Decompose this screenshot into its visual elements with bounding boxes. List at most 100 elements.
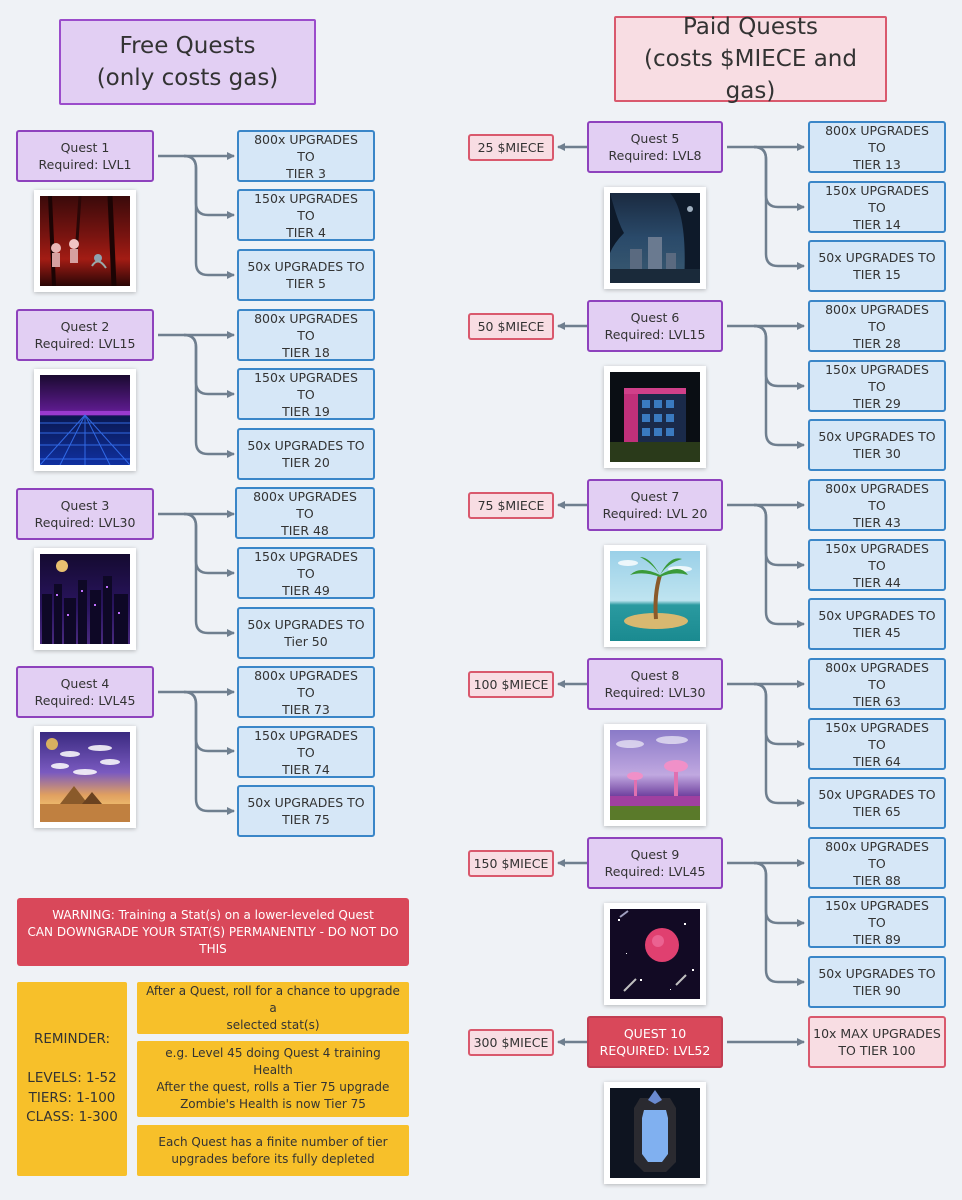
synthwave-grid-art [40,411,130,465]
quest-5-node[interactable]: Quest 5 Required: LVL8 [587,121,723,173]
quest-name: Quest 8 [630,668,680,683]
reward-line-2: TIER 89 [853,931,901,947]
cost-label: 75 $MIECE [477,498,545,513]
note-line-2: upgrades before its fully depleted [171,1151,375,1166]
free-quest-1-arrow-3 [183,154,235,279]
quest-7-reward-150x: 150x UPGRADES TO TIER 44 [808,539,946,591]
quest-7-reward-50x: 50x UPGRADES TO TIER 45 [808,598,946,650]
reward-line-2: TIER 49 [282,582,330,598]
quest-2-reward-800x: 800x UPGRADES TO TIER 18 [237,309,375,361]
reward-line-2: TIER 74 [282,761,330,777]
paid-quest-9-arrow-3 [753,861,805,986]
reward-line-1: 800x UPGRADES TO [254,310,358,343]
reminder-levels: LEVELS: 1-52 [27,1070,117,1087]
pixel-building-art [610,388,700,462]
quest-6-reward-150x: 150x UPGRADES TO TIER 29 [808,360,946,412]
reward-line-1: 10x MAX UPGRADES [813,1026,941,1041]
reward-line-2: TIER 63 [853,693,901,709]
quest-name: QUEST 10 [623,1026,687,1041]
reward-line-1: 800x UPGRADES TO [254,131,358,164]
quest-requirement: Required: LVL 20 [602,506,708,521]
quest-6-artwork [604,366,706,468]
haunted-forest-art [48,196,117,286]
reward-line-1: 150x UPGRADES TO [825,719,929,752]
quest-9-reward-50x: 50x UPGRADES TO TIER 90 [808,956,946,1008]
quest-6-cost: 50 $MIECE [468,313,554,340]
reward-line-1: 150x UPGRADES TO [825,897,929,930]
quest-7-node[interactable]: Quest 7 Required: LVL 20 [587,479,723,531]
reminder-tiers: TIERS: 1-100 [28,1089,116,1106]
paid-quests-subtitle: (costs $MIECE and gas) [644,46,857,104]
quest-9-artwork [604,903,706,1005]
quest-10-reward-max: 10x MAX UPGRADES TO TIER 100 [808,1016,946,1068]
reward-line-1: 50x UPGRADES TO [247,617,365,632]
reward-line-1: 50x UPGRADES TO [818,250,936,265]
quest-1-reward-800x: 800x UPGRADES TO TIER 3 [237,130,375,182]
reward-line-2: TIER 13 [853,156,901,172]
note-example: e.g. Level 45 doing Quest 4 training Hea… [137,1041,409,1117]
note-line-2: selected stat(s) [226,1017,320,1032]
quest-requirement: REQUIRED: LVL52 [599,1043,711,1058]
quest-8-cost: 100 $MIECE [468,671,554,698]
reward-line-2: TIER 20 [282,455,330,470]
quest-8-node[interactable]: Quest 8 Required: LVL30 [587,658,723,710]
free-quest-3-arrow-2 [183,512,235,577]
quest-8-reward-800x: 800x UPGRADES TO TIER 63 [808,658,946,710]
reward-line-2: TIER 75 [282,812,330,827]
quest-3-reward-800x: 800x UPGRADES TO TIER 48 [235,487,375,539]
quest-name: Quest 2 [60,319,110,334]
quest-7-artwork [604,545,706,647]
quest-6-node[interactable]: Quest 6 Required: LVL15 [587,300,723,352]
quest-requirement: Required: LVL15 [34,336,136,351]
quest-3-reward-150x: 150x UPGRADES TO TIER 49 [237,547,375,599]
reward-line-2: TIER 28 [853,335,901,351]
quest-3-node[interactable]: Quest 3 Required: LVL30 [16,488,154,540]
paid-quest-6-arrow-3 [753,324,805,449]
reminder-spacer [70,1050,74,1070]
quest-name: Quest 9 [630,847,680,862]
quest-9-reward-150x: 150x UPGRADES TO TIER 89 [808,896,946,948]
graveyard-art [610,193,700,283]
reward-line-1: 150x UPGRADES TO [825,361,929,394]
reward-line-2: TIER 45 [853,625,901,640]
quest-6-reward-800x: 800x UPGRADES TO TIER 28 [808,300,946,352]
reward-line-2: TIER 4 [286,224,326,240]
quest-requirement: Required: LVL1 [38,157,132,172]
quest-name: Quest 3 [60,498,110,513]
quest-1-artwork [34,190,136,292]
quest-3-reward-50x: 50x UPGRADES TO Tier 50 [237,607,375,659]
reward-line-1: 800x UPGRADES TO [254,667,358,700]
reward-line-1: 800x UPGRADES TO [825,480,929,513]
paid-quest-8-arrow-2 [753,682,805,748]
paid-quest-7-arrow-2 [753,503,805,569]
free-quest-1-arrow-2 [183,154,235,219]
note-line-2: After the quest, rolls a Tier 75 upgrade [156,1080,390,1094]
reward-line-2: TIER 15 [853,267,901,282]
quest-4-node[interactable]: Quest 4 Required: LVL45 [16,666,154,718]
warning-banner: WARNING: Training a Stat(s) on a lower-l… [17,898,409,966]
free-quests-subtitle: (only costs gas) [96,65,279,91]
quest-5-reward-150x: 150x UPGRADES TO TIER 14 [808,181,946,233]
quest-9-node[interactable]: Quest 9 Required: LVL45 [587,837,723,889]
quest-requirement: Required: LVL45 [604,864,706,879]
cost-label: 300 $MIECE [473,1035,549,1050]
reward-line-1: 800x UPGRADES TO [825,122,929,155]
quest-name: Quest 1 [60,140,110,155]
free-quest-2-arrow-3 [183,333,235,458]
desert-pyramids-art [40,738,130,822]
quest-10-artwork [604,1082,706,1184]
paid-quest-5-arrow-2 [753,145,805,211]
reward-line-1: 50x UPGRADES TO [818,966,936,981]
quest-10-node[interactable]: QUEST 10 REQUIRED: LVL52 [587,1016,723,1068]
quest-1-reward-150x: 150x UPGRADES TO TIER 4 [237,189,375,241]
quest-2-node[interactable]: Quest 2 Required: LVL15 [16,309,154,361]
cost-label: 100 $MIECE [473,677,549,692]
reward-line-2: TIER 88 [853,872,901,888]
warning-line-1: WARNING: Training a Stat(s) on a lower-l… [52,907,374,922]
quest-1-node[interactable]: Quest 1 Required: LVL1 [16,130,154,182]
quest-4-artwork [34,726,136,828]
quest-10-cost: 300 $MIECE [468,1029,554,1056]
reward-line-1: 800x UPGRADES TO [825,659,929,692]
reward-line-1: 50x UPGRADES TO [818,608,936,623]
note-line-1: After a Quest, roll for a chance to upgr… [146,983,400,1015]
